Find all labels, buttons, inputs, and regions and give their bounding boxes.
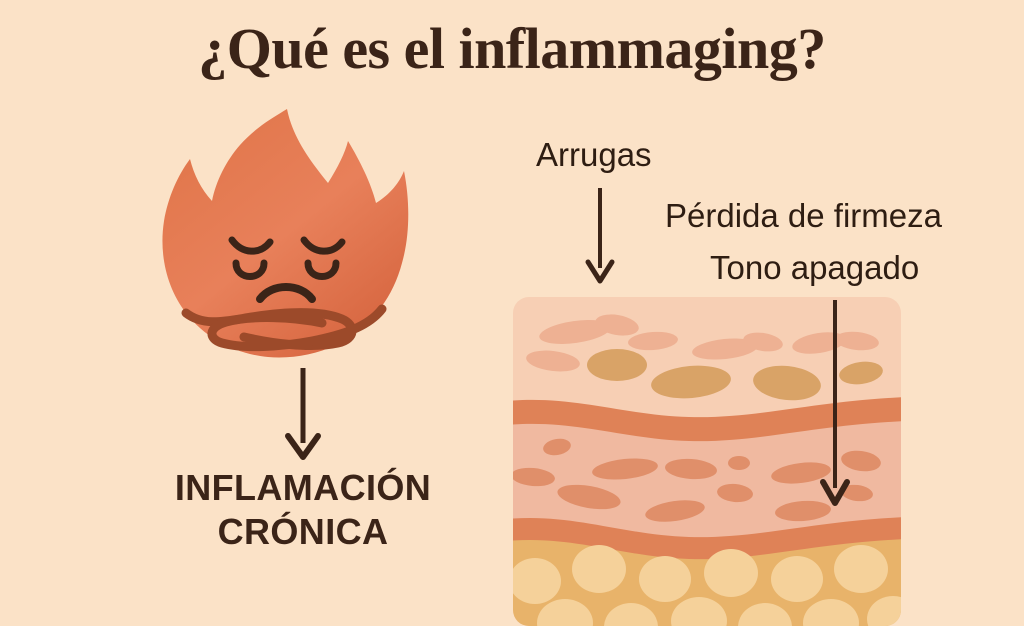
chronic-inflammation-caption: INFLAMACIÓN CRÓNICA [108,466,498,554]
label-perdida-de-firmeza: Pérdida de firmeza [665,197,942,234]
arrow-flame-to-chronic [285,368,321,460]
flame-left-eyebrow [228,236,274,255]
label-arrugas: Arrugas [536,136,652,173]
sad-flame-character [160,105,410,370]
label-tono-apagado: Tono apagado [710,249,920,286]
epidermis-blobs [526,314,879,372]
dermis-blobs [513,438,881,522]
page-title: ¿Qué es el inflammaging? [198,16,826,81]
flame-arm-right [207,304,387,352]
caption-line-1: INFLAMACIÓN [174,467,432,508]
skin-layers-illustration [513,297,901,626]
fat-cell-bubbles [513,545,901,626]
arrow-arrugas-to-skin [585,188,615,284]
flame-right-eyebrow [300,236,346,255]
skin-cross-section-diagram [513,297,901,626]
flame-mouth [256,283,316,303]
flame-left-eye [232,259,268,280]
flame-right-eye [304,259,340,280]
caption-line-2: CRÓNICA [217,511,389,552]
flame-body-shape [162,109,409,358]
epidermis-pigment-spots [587,349,883,401]
flame-illustration [162,109,409,358]
